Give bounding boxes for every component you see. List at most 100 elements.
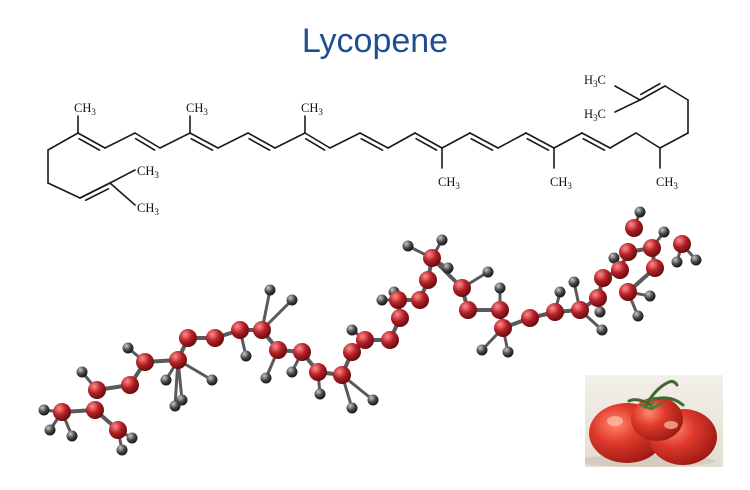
double-bond: [414, 132, 443, 149]
carbon-atom: [521, 309, 539, 327]
carbon-atom: [381, 331, 399, 349]
hydrogen-atom: [436, 234, 448, 246]
hydrogen-atom: [658, 226, 670, 238]
carbon-atom: [169, 351, 187, 369]
bond-line: [614, 99, 641, 113]
methyl-label: CH3: [656, 175, 678, 191]
hydrogen-atom: [554, 286, 566, 298]
carbon-atom: [625, 219, 643, 237]
double-bond: [247, 132, 276, 149]
methyl-label: CH3: [438, 175, 460, 191]
carbon-atom: [494, 319, 512, 337]
hydrogen-atom: [568, 276, 580, 288]
carbon-atom: [309, 363, 327, 381]
carbon-atom: [546, 303, 564, 321]
hydrogen-atom: [286, 366, 298, 378]
double-bond: [640, 82, 661, 96]
carbon-atom: [109, 421, 127, 439]
carbon-atom: [356, 331, 374, 349]
double-bond: [304, 132, 331, 149]
carbon-atom: [391, 309, 409, 327]
bond-line: [387, 132, 416, 149]
hydrogen-atom: [66, 430, 78, 442]
carbon-atom: [206, 329, 224, 347]
hydrogen-atom: [314, 388, 326, 400]
hydrogen-atom: [594, 306, 606, 318]
methyl-label: H3C: [584, 107, 606, 123]
hydrogen-atom: [206, 374, 218, 386]
carbon-atom: [343, 343, 361, 361]
carbon-atom: [269, 341, 287, 359]
tomato-photo: [585, 375, 723, 467]
bond-line: [109, 169, 136, 184]
methyl-label: CH3: [74, 101, 96, 117]
double-bond: [525, 132, 555, 149]
hydrogen-atom: [476, 344, 488, 356]
bond-line: [441, 132, 471, 149]
double-bond: [190, 137, 214, 151]
bond-line: [274, 132, 306, 149]
double-bond: [248, 137, 271, 151]
bond-line: [47, 132, 79, 151]
carbon-atom: [231, 321, 249, 339]
double-bond: [582, 137, 606, 151]
double-bond: [134, 137, 156, 151]
double-bond: [581, 132, 611, 149]
hydrogen-atom: [402, 240, 414, 252]
bond-line: [217, 132, 249, 149]
carbon-atom: [646, 259, 664, 277]
tomato-icon: [585, 375, 723, 467]
hydrogen-atom: [38, 404, 50, 416]
carbon-atom: [673, 235, 691, 253]
hydrogen-atom: [76, 366, 88, 378]
bond-line: [664, 85, 689, 101]
carbon-atom: [419, 271, 437, 289]
double-bond: [469, 132, 499, 149]
hydrogen-atom: [608, 252, 620, 264]
carbon-atom: [589, 289, 607, 307]
hydrogen-atom: [240, 350, 252, 362]
hydrogen-atom: [367, 394, 379, 406]
double-bond: [79, 182, 111, 199]
hydrogen-atom: [644, 290, 656, 302]
hydrogen-atom: [286, 294, 298, 306]
bond-line: [635, 132, 661, 149]
double-bond: [359, 132, 389, 149]
double-bond: [639, 85, 666, 101]
bond-line: [609, 132, 637, 149]
hydrogen-atom: [671, 256, 683, 268]
carbon-atom: [136, 353, 154, 371]
double-bond: [134, 132, 161, 149]
page-title: Lycopene: [301, 22, 449, 60]
hydrogen-atom: [116, 444, 128, 456]
carbon-atom: [121, 376, 139, 394]
carbon-atom: [333, 366, 351, 384]
double-bond: [78, 137, 101, 151]
carbon-atom: [611, 261, 629, 279]
bond-line: [659, 132, 689, 149]
hydrogen-atom: [260, 372, 272, 384]
hydrogen-atom: [376, 294, 388, 306]
carbon-atom: [293, 343, 311, 361]
hydrogen-atom: [482, 266, 494, 278]
hydrogen-atom: [44, 424, 56, 436]
bond-line: [159, 132, 191, 149]
carbon-atom: [491, 301, 509, 319]
methyl-label: CH3: [137, 201, 159, 217]
double-bond: [189, 132, 219, 149]
carbon-atom: [619, 283, 637, 301]
hydrogen-atom: [634, 206, 646, 218]
carbon-atom: [253, 321, 271, 339]
double-bond: [77, 132, 106, 149]
double-bond: [360, 137, 384, 151]
carbon-atom: [88, 381, 106, 399]
carbon-atom: [453, 279, 471, 297]
hydrogen-atom: [596, 324, 608, 336]
carbon-atom: [86, 401, 104, 419]
hydrogen-atom: [160, 374, 172, 386]
methyl-label: CH3: [550, 175, 572, 191]
carbon-atom: [411, 291, 429, 309]
hydrogen-atom: [346, 324, 358, 336]
